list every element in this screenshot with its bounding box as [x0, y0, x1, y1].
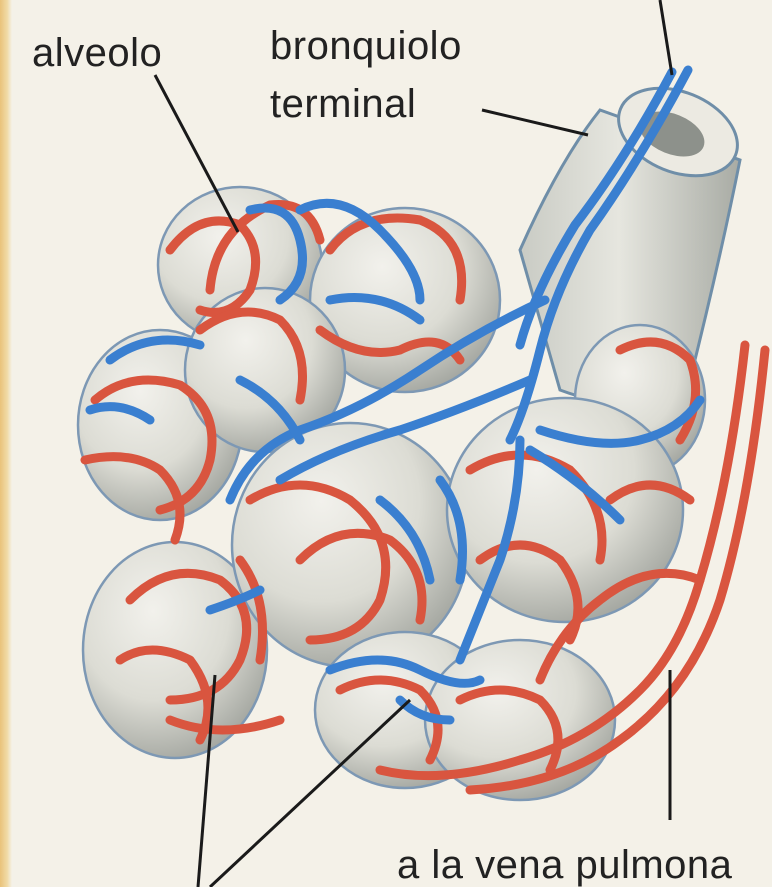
leader-top	[660, 0, 672, 75]
label-bronquiolo-line2: terminal	[270, 84, 416, 124]
leader-bronquiolo	[482, 110, 588, 135]
alveolus-8	[447, 398, 683, 622]
label-vena-pulmonar: a la vena pulmona	[397, 845, 732, 885]
label-bronquiolo-line1: bronquiolo	[270, 26, 462, 66]
label-alveolo: alveolo	[32, 33, 162, 73]
